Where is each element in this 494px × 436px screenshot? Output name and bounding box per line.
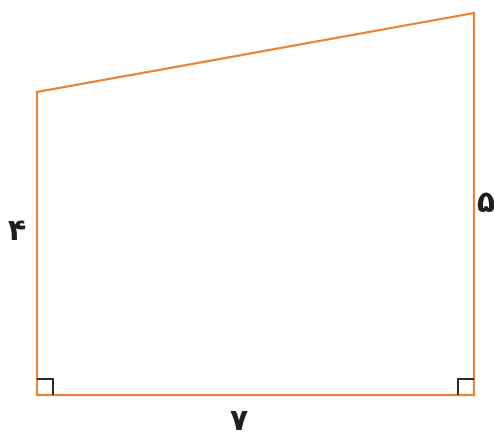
- top-side: [35, 11, 476, 94]
- bottom-side-label: ۷: [230, 403, 248, 436]
- right-angle-marker-bottom-right: [457, 378, 474, 395]
- right-side-label: ۵: [477, 185, 494, 220]
- right-angle-marker-bottom-left: [37, 378, 54, 395]
- left-side-label: ۴: [8, 213, 26, 248]
